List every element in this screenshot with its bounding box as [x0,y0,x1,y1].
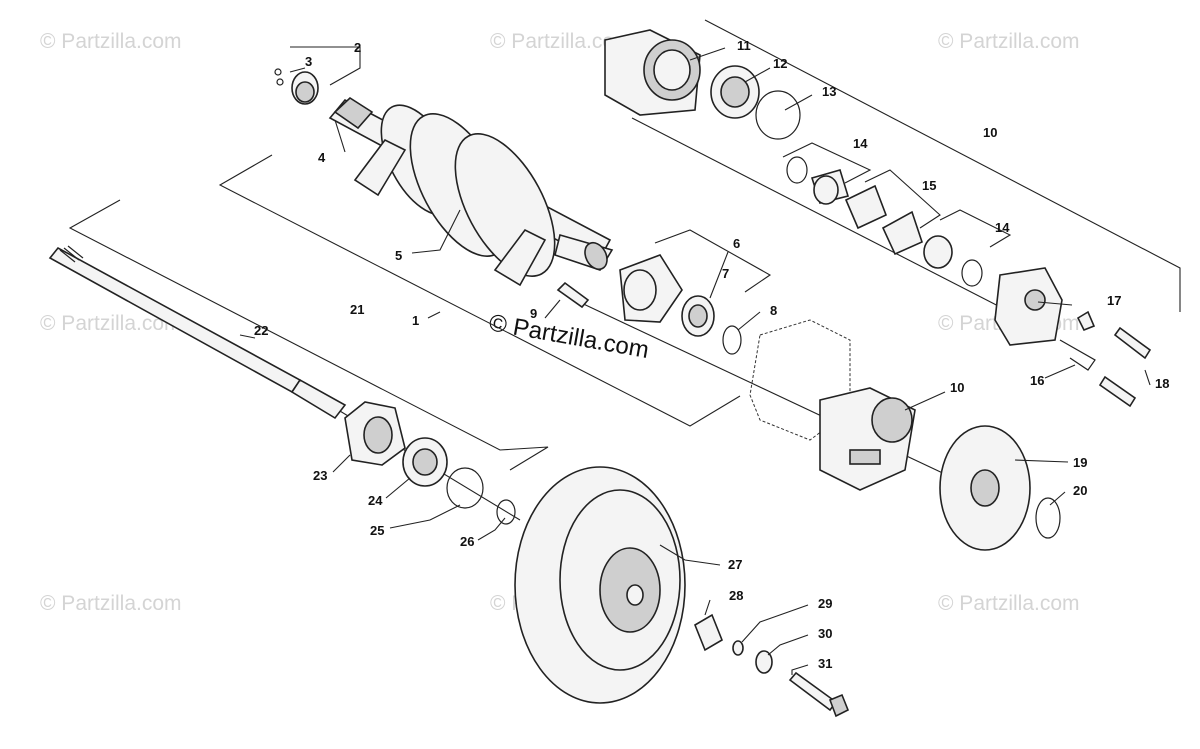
callout-2: 2 [354,40,361,55]
bolts-part-18 [1098,326,1152,408]
bracket-14-top [782,142,872,184]
watermark-mid-left: © Partzilla.com [40,312,182,335]
callout-7: 7 [722,266,729,281]
bracket-6 [654,229,772,293]
bracket-14-bottom [939,209,1012,248]
callout-14-top: 14 [853,136,868,151]
bushing-part-14b [923,235,953,269]
washer-part-30 [755,650,773,674]
seal-part-7 [681,295,715,337]
caliper-center-part-10 [819,387,916,491]
bushing-part-14 [810,169,850,205]
bracket-2 [290,46,361,86]
bolt-part-9 [556,281,590,309]
spacer-part-28 [694,613,723,652]
pad-part-15a [844,184,888,230]
washer-part-29 [732,640,744,656]
brake-disc-part-19 [939,425,1031,551]
callout-31: 31 [818,656,832,671]
callout-17: 17 [1107,293,1121,308]
callout-23: 23 [313,468,327,483]
ring-part-14c [961,259,983,287]
callout-16: 16 [1030,373,1044,388]
callout-15: 15 [922,178,936,193]
callout-30: 30 [818,626,832,641]
ring-part-13 [755,90,801,140]
ring-part-25 [446,467,484,509]
callout-29: 29 [818,596,832,611]
plate-part-6-hole [623,269,657,311]
driven-pulley-part-27 [514,466,686,704]
bolt-part-31 [788,671,850,718]
callout-22: 22 [254,323,268,338]
ring-part-26 [496,499,516,525]
caliper-right-part-10 [994,267,1063,346]
watermark-bottom-right: © Partzilla.com [938,592,1080,615]
callout-6: 6 [733,236,740,251]
callout-14-bottom: 14 [995,220,1010,235]
watermark-bottom-left: © Partzilla.com [40,592,182,615]
callout-8: 8 [770,303,777,318]
axis-caliper [631,117,1011,313]
bleeder-part-17 [1076,310,1096,332]
callout-13: 13 [822,84,836,99]
callout-28: 28 [729,588,743,603]
bracket-1 [218,154,741,427]
bracket-10-top [704,19,1181,312]
callout-9: 9 [530,306,537,321]
cap-part-3 [274,68,319,105]
bracket-15 [864,169,941,229]
callout-27: 27 [728,557,742,572]
callout-3: 3 [305,54,312,69]
bearing-part-12 [710,65,760,119]
watermark-top-right: © Partzilla.com [938,30,1080,53]
callout-5: 5 [395,248,402,263]
watermark-top-center: © Partzilla.com [490,30,632,53]
shaft-part-22 [48,245,347,420]
ring-part-14a [786,156,808,184]
bearing-part-24 [402,437,448,487]
callout-4: 4 [318,150,326,165]
axis-brake [574,299,1001,501]
watermark-top-left: © Partzilla.com [40,30,182,53]
callout-21: 21 [350,302,364,317]
callout-11: 11 [737,38,751,53]
bracket-21 [68,199,549,471]
callout-1: 1 [412,313,419,328]
housing-part-23 [344,401,406,466]
callout-12: 12 [773,56,787,71]
callout-26: 26 [460,534,474,549]
pin-part-16 [1059,339,1096,371]
pad-part-15b [881,210,923,256]
callout-25: 25 [370,523,384,538]
callout-10-top: 10 [983,125,997,140]
callout-19: 19 [1073,455,1087,470]
leader-lines [239,47,1151,675]
callout-24: 24 [368,493,383,508]
caliper-top-part-11 [604,29,701,116]
callout-20: 20 [1073,483,1087,498]
callout-10-bottom: 10 [950,380,964,395]
ring-part-20 [1035,497,1061,539]
ring-part-8 [722,325,742,355]
callout-18: 18 [1155,376,1169,391]
drive-assembly-part-4-5 [328,96,614,287]
